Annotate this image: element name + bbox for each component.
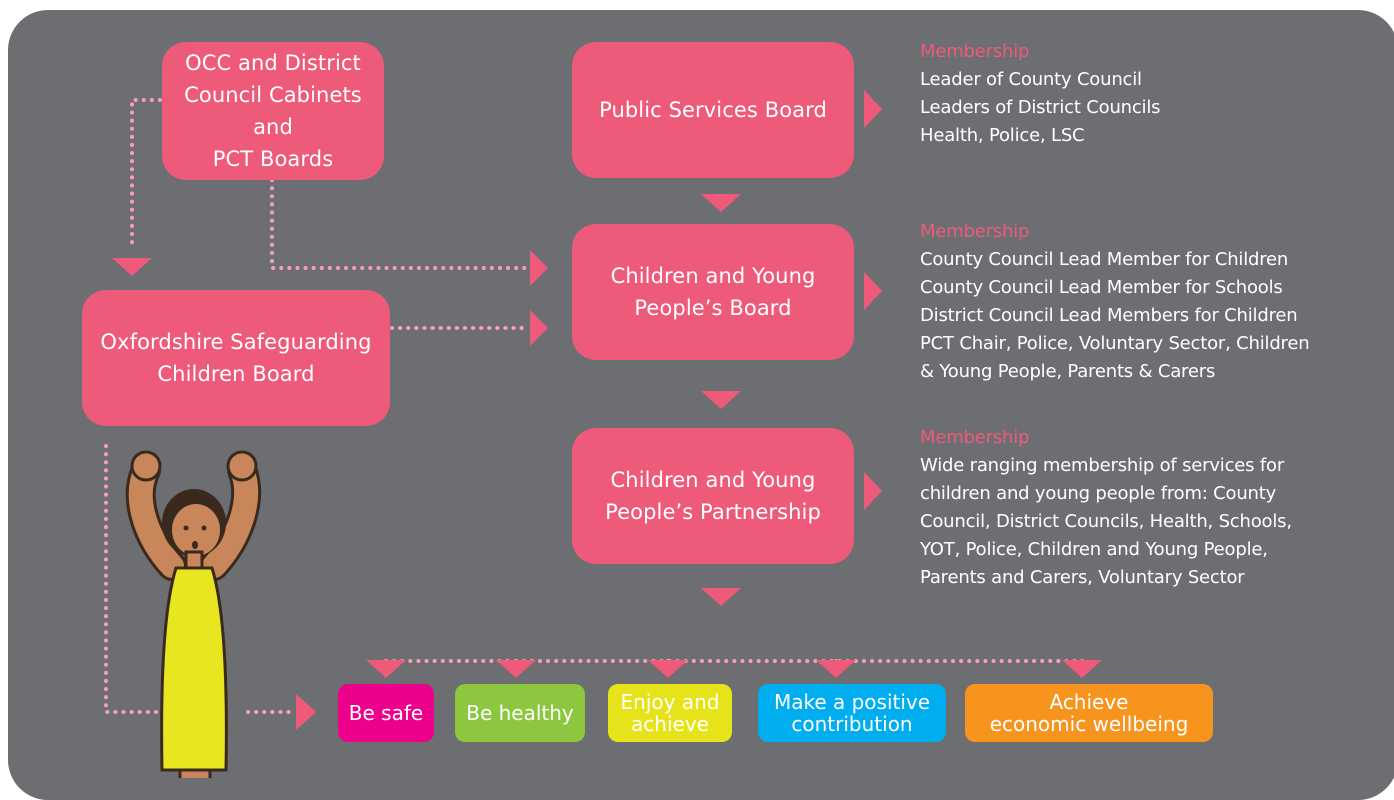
membership-line: Council, District Councils, Health, Scho…	[920, 511, 1292, 532]
box-text-line: Children and Young	[610, 468, 816, 492]
occ-district-council-cabinets-pct-boards-box: OCC and District Council Cabinets and PC…	[162, 42, 384, 180]
outcome-achieve-economic-wellbeing: Achieve economic wellbeing	[965, 684, 1213, 742]
membership-heading: Membership	[920, 221, 1030, 242]
public-services-board-membership: Membership Leader of County Council Lead…	[920, 38, 1161, 150]
arrow-to-enjoy-and-achieve	[648, 660, 688, 678]
children-young-peoples-partnership-membership: Membership Wide ranging membership of se…	[920, 424, 1292, 592]
outcome-label: Be safe	[348, 701, 424, 725]
arrow-cypb-to-membership	[864, 272, 882, 310]
arrow-cypb-to-cypp	[701, 391, 741, 409]
membership-line: County Council Lead Member for Children	[920, 249, 1289, 270]
membership-line: Leader of County Council	[920, 69, 1142, 90]
outcome-label: Make a positive	[773, 690, 931, 714]
membership-line: PCT Chair, Police, Voluntary Sector, Chi…	[920, 333, 1310, 354]
outcome-label: Be healthy	[466, 701, 574, 725]
box-text-line: Council Cabinets and	[184, 83, 362, 139]
children-young-peoples-partnership-box: Children and Young People’s Partnership	[572, 428, 854, 564]
membership-line: District Council Lead Members for Childr…	[920, 305, 1298, 326]
membership-line: children and young people from: County	[920, 483, 1277, 504]
membership-heading: Membership	[920, 427, 1030, 448]
public-services-board-box: Public Services Board	[572, 42, 854, 178]
oxfordshire-safeguarding-children-board-box: Oxfordshire Safeguarding Children Board	[82, 290, 390, 426]
children-young-peoples-board-box: Children and Young People’s Board	[572, 224, 854, 360]
membership-line: Health, Police, LSC	[920, 125, 1085, 146]
membership-line: YOT, Police, Children and Young People,	[920, 539, 1268, 560]
membership-line: County Council Lead Member for Schools	[920, 277, 1283, 298]
arrow-to-achieve-economic-wellbeing	[1062, 660, 1102, 678]
arrow-psb-to-membership	[864, 90, 882, 128]
membership-line: Parents and Carers, Voluntary Sector	[920, 567, 1245, 588]
membership-line: Leaders of District Councils	[920, 97, 1161, 118]
outcome-label: contribution	[791, 712, 913, 736]
box-text-line: People’s Partnership	[605, 500, 821, 524]
arrow-to-make-a-positive-contribution	[816, 660, 856, 678]
outcome-label: economic wellbeing	[989, 712, 1189, 736]
child-figure-illustration	[125, 450, 261, 778]
outcome-be-healthy: Be healthy	[455, 684, 585, 742]
arrow-cypp-to-outcomes	[701, 588, 741, 606]
outcome-be-safe: Be safe	[338, 684, 434, 742]
outcome-label: Achieve	[1049, 690, 1129, 714]
arrow-right-to-be-safe	[296, 694, 316, 730]
outcome-enjoy-and-achieve: Enjoy and achieve	[608, 684, 732, 742]
arrow-right-to-cypb-bottom	[530, 310, 548, 346]
children-young-peoples-board-membership: Membership County Council Lead Member fo…	[920, 218, 1310, 386]
dotted-connector-occ-to-oscb	[130, 98, 162, 252]
arrow-to-be-healthy	[496, 660, 536, 678]
box-text-line: People’s Board	[634, 296, 792, 320]
outcome-make-a-positive-contribution: Make a positive contribution	[758, 684, 946, 742]
box-text-line: Children and Young	[610, 264, 816, 288]
membership-heading: Membership	[920, 41, 1030, 62]
membership-line: Wide ranging membership of services for	[920, 455, 1285, 476]
arrow-psb-to-cypb	[701, 194, 741, 212]
box-text-line: PCT Boards	[212, 147, 334, 171]
outcome-label: Enjoy and	[620, 690, 720, 714]
outcome-label: achieve	[631, 712, 709, 736]
connectors-layer	[104, 90, 1102, 778]
box-text-line: Children Board	[157, 362, 315, 386]
membership-line: & Young People, Parents & Carers	[920, 361, 1216, 382]
arrow-to-be-safe	[366, 660, 406, 678]
arrow-cypp-to-membership	[864, 472, 882, 510]
box-text-line: OCC and District	[185, 51, 361, 75]
box-text-line: Public Services Board	[599, 98, 827, 122]
box-text-line: Oxfordshire Safeguarding	[100, 330, 372, 354]
arrow-right-to-cypb-top	[530, 250, 548, 286]
dotted-connector-oscb-to-outcomes	[104, 444, 162, 714]
arrow-down-to-oscb	[112, 258, 152, 276]
dotted-connector-occ-to-cypb	[270, 178, 530, 270]
